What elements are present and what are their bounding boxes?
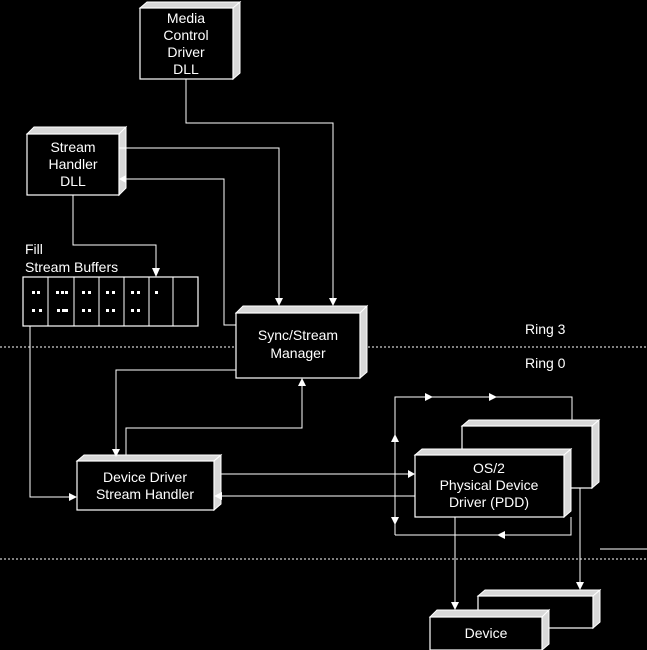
ring0-label: Ring 0 <box>525 355 566 371</box>
device-driver-stream-handler-box: Device Driver Stream Handler <box>75 453 223 512</box>
pdd-line3: Driver (PDD) <box>449 494 529 510</box>
device-label: Device <box>465 625 508 641</box>
media-control-driver-box: Media Control Driver DLL <box>138 0 242 81</box>
stream-handler-line2: Handler <box>48 156 97 172</box>
dd-stream-handler-line2: Stream Handler <box>96 486 194 502</box>
media-control-line2: Control <box>163 27 208 43</box>
media-control-line4: DLL <box>173 61 199 77</box>
buffers-label-line2: Stream Buffers <box>25 259 118 275</box>
media-control-line3: Driver <box>167 44 205 60</box>
sync-stream-line2: Manager <box>270 345 326 361</box>
pdd-line1: OS/2 <box>473 460 505 476</box>
device-box: Device <box>428 608 551 650</box>
buffers-label-line1: Fill <box>25 241 43 257</box>
sync-stream-line1: Sync/Stream <box>258 327 338 343</box>
pdd-line2: Physical Device <box>440 477 539 493</box>
stream-handler-line3: DLL <box>60 173 86 189</box>
media-control-line1: Media <box>167 10 205 26</box>
stream-handler-dll-box: Stream Handler DLL <box>25 125 128 197</box>
ring3-label: Ring 3 <box>525 321 566 337</box>
dd-stream-handler-line1: Device Driver <box>103 469 187 485</box>
connectors <box>29 79 584 610</box>
pdd-box: OS/2 Physical Device Driver (PDD) <box>413 447 573 519</box>
stream-buffers <box>22 276 199 327</box>
sync-stream-manager-box: Sync/Stream Manager <box>234 304 369 380</box>
stream-handler-line1: Stream <box>50 139 95 155</box>
